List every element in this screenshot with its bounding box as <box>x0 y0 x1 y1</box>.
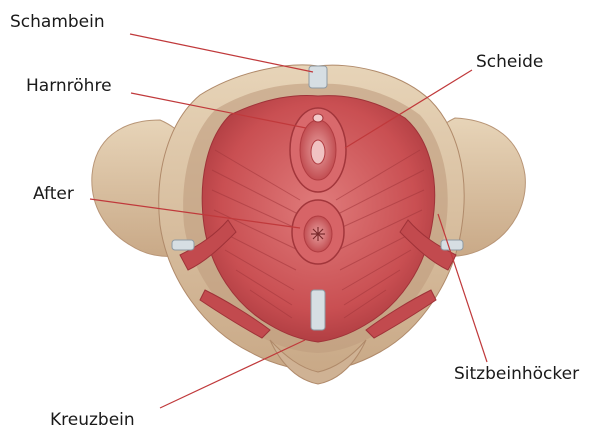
leader-kreuzbein <box>160 340 305 408</box>
label-harnroehre: Harnröhre <box>26 78 112 95</box>
label-kreuzbein: Kreuzbein <box>50 412 135 429</box>
label-schambein: Schambein <box>10 14 105 31</box>
label-scheide: Scheide <box>476 54 543 71</box>
urethra-opening <box>313 114 323 122</box>
anal-opening <box>292 200 344 264</box>
label-after: After <box>33 186 74 203</box>
leader-schambein <box>130 34 313 72</box>
label-sitzbeinhoecker: Sitzbeinhöcker <box>454 366 579 383</box>
